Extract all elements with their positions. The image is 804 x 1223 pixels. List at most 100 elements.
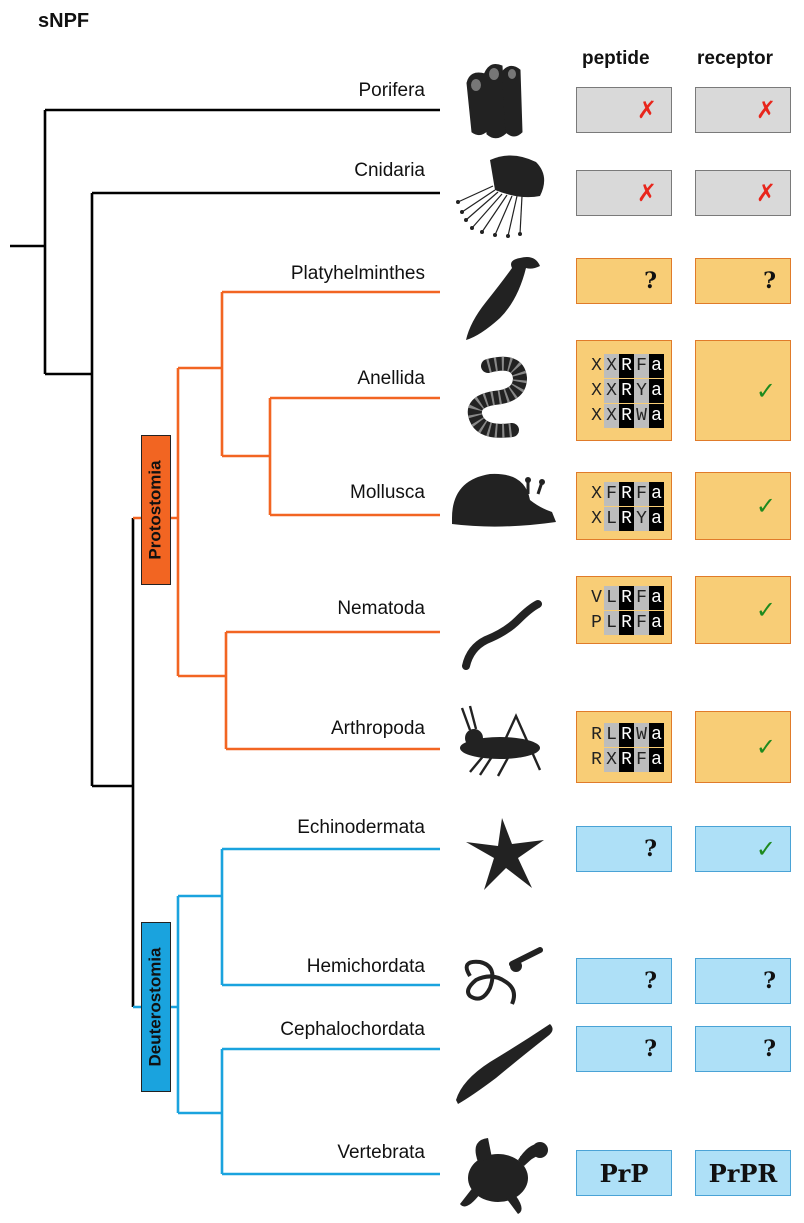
residue: X: [604, 747, 619, 772]
residue: a: [649, 481, 664, 506]
residue: R: [591, 749, 602, 770]
taxon-label-nematoda: Nematoda: [337, 598, 425, 619]
residue: R: [619, 378, 634, 403]
receptor-cell: PrPR: [695, 1150, 791, 1196]
receptor-cell: ✓: [695, 576, 791, 644]
receptor-cell: ?: [695, 958, 791, 1004]
starfish-icon: [466, 818, 544, 890]
residue: F: [634, 610, 649, 635]
residue: F: [634, 747, 649, 772]
question-mark: ?: [763, 268, 776, 294]
residue: F: [634, 481, 649, 506]
receptor-name: PrPR: [708, 1158, 778, 1188]
residue: R: [619, 353, 634, 378]
peptide-cell: ?: [576, 826, 672, 872]
grasshopper-icon: [460, 705, 542, 777]
residue: R: [619, 506, 634, 531]
residue: a: [649, 378, 664, 403]
taxon-label-echinodermata: Echinodermata: [297, 817, 425, 838]
residue: R: [619, 747, 634, 772]
residue: X: [591, 508, 602, 529]
residue: V: [591, 587, 602, 608]
residue: L: [604, 585, 619, 610]
residue: a: [649, 610, 664, 635]
sponge-icon: [466, 64, 523, 139]
residue: R: [591, 724, 602, 745]
residue: X: [604, 353, 619, 378]
residue: a: [649, 506, 664, 531]
residue: a: [649, 747, 664, 772]
lancelet-icon: [456, 1024, 553, 1104]
cross-icon: ✗: [636, 96, 657, 124]
residue: a: [649, 722, 664, 747]
residue: W: [634, 403, 649, 428]
question-mark: ?: [763, 968, 776, 994]
residue: F: [604, 481, 619, 506]
peptide-cell: ?: [576, 958, 672, 1004]
question-mark: ?: [644, 968, 657, 994]
residue: X: [604, 378, 619, 403]
taxon-label-vertebrata: Vertebrata: [337, 1142, 425, 1163]
residue: a: [649, 585, 664, 610]
residue: L: [604, 506, 619, 531]
taxon-label-platyhelminthes: Platyhelminthes: [290, 263, 425, 284]
peptide-column-header: peptide: [582, 48, 650, 69]
receptor-cell: ✓: [695, 340, 791, 441]
taxon-label-cephalochordata: Cephalochordata: [280, 1019, 425, 1040]
question-mark: ?: [644, 268, 657, 294]
flatworm-icon: [466, 257, 540, 340]
check-icon: ✓: [755, 733, 776, 761]
residue: Y: [634, 506, 649, 531]
residue: a: [649, 353, 664, 378]
peptide-cell: PrP: [576, 1150, 672, 1196]
peptide-cell: ✗: [576, 170, 672, 216]
deuterostomia-label: Deuterostomia: [141, 922, 171, 1092]
taxon-label-cnidaria: Cnidaria: [354, 160, 425, 181]
protostomia-label-text: Protostomia: [146, 460, 165, 560]
residue: P: [591, 612, 602, 633]
receptor-cell: ✓: [695, 472, 791, 540]
taxon-label-porifera: Porifera: [358, 80, 425, 101]
residue: W: [634, 722, 649, 747]
residue: X: [591, 380, 602, 401]
acorn-worm-icon: [464, 947, 543, 1005]
check-icon: ✓: [755, 596, 776, 624]
residue: R: [619, 610, 634, 635]
receptor-cell: ✗: [695, 170, 791, 216]
snail-icon: [452, 473, 556, 527]
peptide-cell: ?: [576, 258, 672, 304]
nematode-icon: [462, 600, 542, 670]
taxon-label-mollusca: Mollusca: [350, 482, 425, 503]
peptide-cell: ✗: [576, 87, 672, 133]
deuterostomia-label-text: Deuterostomia: [146, 947, 165, 1067]
taxon-label-anellida: Anellida: [357, 368, 425, 389]
receptor-column-header: receptor: [697, 48, 774, 69]
receptor-cell: ✓: [695, 826, 791, 872]
turtle-icon: [460, 1138, 548, 1214]
cross-icon: ✗: [636, 179, 657, 207]
taxon-label-arthropoda: Arthropoda: [330, 718, 425, 739]
residue: R: [619, 585, 634, 610]
residue: R: [619, 722, 634, 747]
receptor-cell: ✓: [695, 711, 791, 783]
peptide-cell: ?: [576, 1026, 672, 1072]
residue: a: [649, 403, 664, 428]
jellyfish-icon: [456, 155, 545, 238]
peptide-name: PrP: [599, 1158, 649, 1188]
question-mark: ?: [644, 1036, 657, 1062]
root-branches: [10, 108, 440, 1007]
residue: X: [591, 483, 602, 504]
check-icon: ✓: [755, 376, 776, 405]
cross-icon: ✗: [755, 96, 776, 124]
question-mark: ?: [644, 836, 657, 862]
protostomia-branches: [133, 290, 440, 751]
